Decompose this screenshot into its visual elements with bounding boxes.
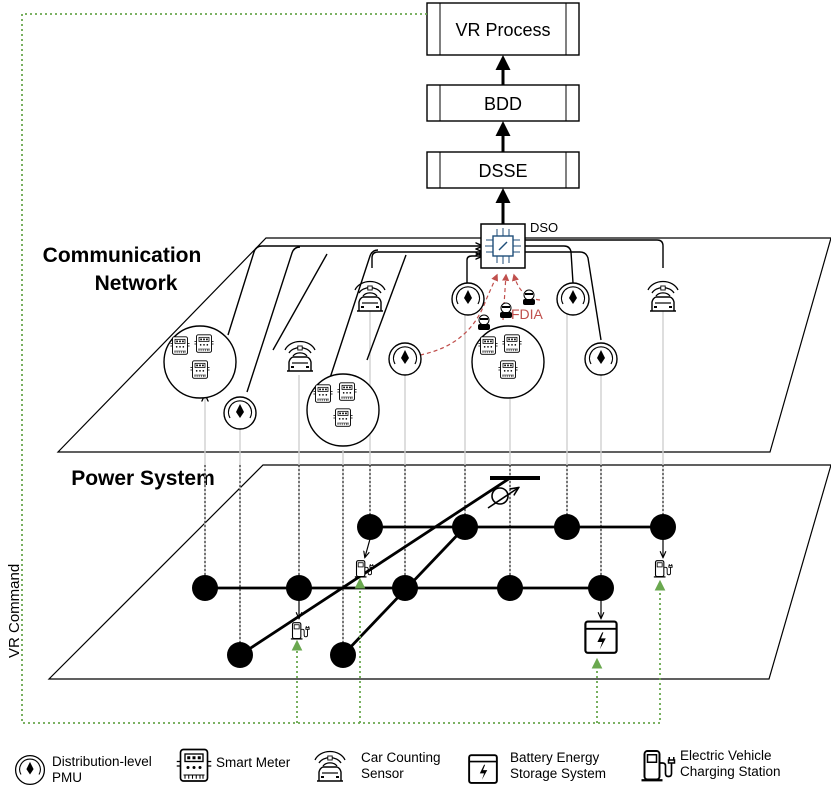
legend-car-sensor-line1: Car Counting xyxy=(361,750,441,765)
car-counting-sensor-icon xyxy=(314,750,346,782)
transformer-icon xyxy=(487,476,540,509)
block-bdd: BDD xyxy=(426,84,580,122)
block-dsse: DSSE xyxy=(426,151,580,189)
legend-item-car-sensor: Car Counting Sensor xyxy=(314,750,441,782)
legend-car-sensor-line2: Sensor xyxy=(361,766,404,781)
communication-title-line2: Network xyxy=(95,272,178,295)
legend-item-battery: Battery Energy Storage System xyxy=(468,750,606,784)
legend-item-smart-meter: Smart Meter xyxy=(175,748,291,782)
dso-chip-icon xyxy=(480,223,526,269)
ev-charging-icon xyxy=(640,749,676,782)
legend-ev-line1: Electric Vehicle xyxy=(680,748,772,763)
pmu-icon xyxy=(223,396,257,430)
communication-title-line1: Communication xyxy=(43,244,202,267)
legend-item-pmu: Distribution-level PMU xyxy=(14,754,152,786)
hacker-icons xyxy=(478,289,535,330)
legend-smart-meter-label: Smart Meter xyxy=(216,755,291,770)
asset-connectors xyxy=(299,538,663,618)
power-system-title: Power System xyxy=(71,467,215,490)
block-vr-process: VR Process xyxy=(426,2,580,56)
legend-battery-line1: Battery Energy xyxy=(510,750,600,765)
smart-meter-cluster xyxy=(163,325,237,399)
legend-item-ev: Electric Vehicle Charging Station xyxy=(640,748,781,782)
communication-links xyxy=(227,239,664,393)
battery-icon xyxy=(584,620,618,654)
pmu-icon xyxy=(388,342,422,376)
vr-process-label: VR Process xyxy=(455,20,550,40)
legend-battery-line2: Storage System xyxy=(510,766,606,781)
legend-ev-line2: Charging Station xyxy=(680,764,781,779)
dsse-label: DSSE xyxy=(478,161,527,181)
communication-plane xyxy=(56,237,831,453)
legend-pmu-line1: Distribution-level xyxy=(52,754,152,769)
dso-label: DSO xyxy=(530,220,558,235)
pmu-icon xyxy=(14,754,46,786)
bus-nodes xyxy=(192,514,676,668)
vr-command-loop xyxy=(21,13,666,724)
power-system-plane xyxy=(47,464,831,680)
pmu-icon xyxy=(556,282,590,316)
legend: Distribution-level PMU Smart Meter Car C… xyxy=(14,748,781,786)
smart-meter-icon xyxy=(175,748,213,782)
smart-meter-cluster xyxy=(306,373,380,447)
battery-icon xyxy=(468,754,498,784)
pmu-icon xyxy=(451,282,485,316)
fdia-label: FDIA xyxy=(511,306,544,322)
legend-pmu-line2: PMU xyxy=(52,770,82,785)
pmu-icon xyxy=(584,342,618,376)
smart-meter-cluster xyxy=(471,325,545,399)
bdd-label: BDD xyxy=(484,94,522,114)
vr-command-label: VR Command xyxy=(6,564,23,658)
